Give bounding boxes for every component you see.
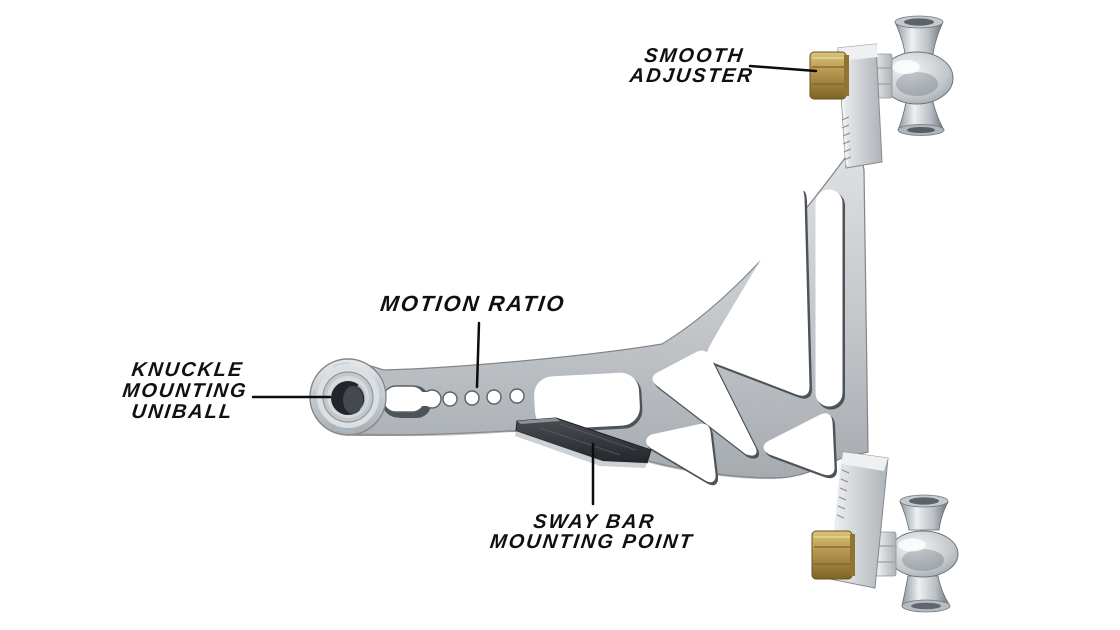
lower-adjuster [811,451,959,613]
motion-ratio-hole [486,389,502,405]
lower-right-web-cutout [763,413,835,476]
sway-tab-chamfer [515,431,647,468]
upper-block-knurl [841,116,852,161]
upper-brass-facets [812,66,844,85]
motion-ratio-hole [509,388,525,404]
sway-tab-top-edge [517,418,560,424]
upper-top-cone-bore [904,18,934,26]
keyhole-slot-cutout [382,385,442,418]
lower-top-cone-bore [909,497,939,505]
upper-web-cutout [707,188,810,396]
uniball-bore-highlight [357,383,368,412]
uniball-joint [309,358,387,436]
keyhole-rect [382,385,426,413]
lower-brass-facets [814,546,850,565]
vertical-slot-cutout [815,189,843,407]
motion-ratio-holes [442,388,525,407]
lower-bottom-cone-bore [911,602,941,610]
upper-top-cone-spacer [894,21,944,55]
lightening-cutouts [534,188,843,483]
leader-lines [251,64,818,506]
label-knuckle-mounting-uniball: KNUCKLE MOUNTING UNIBALL [121,359,249,424]
label-smooth-adjuster: SMOOTH ADJUSTER [628,45,756,88]
upper-ball-highlight [892,60,920,74]
upper-brass-adjuster-nut [809,51,847,100]
label-motion-ratio: MOTION RATIO [379,291,568,316]
upper-bottom-cone-bore [907,127,935,133]
center-web-cutout [652,350,757,456]
upper-adjuster [809,15,954,169]
control-arm-body [309,138,869,486]
lower-block-knurl [836,469,850,519]
motion-ratio-hole [464,390,480,406]
uniball-bore-shade [343,386,363,414]
lower-jam-hex-facets [877,545,895,563]
oblong-slot-cutout [534,372,640,430]
sway-tab-weave-lines [539,423,637,456]
motion-ratio-leader-line [475,321,481,389]
label-sway-bar-mounting-point: SWAY BAR MOUNTING POINT [488,511,696,553]
lower-ball-highlight [898,538,926,552]
lower-brass-adjuster-nut [811,530,853,580]
upper-brass-washer [844,55,849,96]
sway-bar-mount-tab [515,417,652,468]
lower-ball-shade [902,549,944,571]
lower-left-web-cutout [646,423,716,483]
motion-ratio-hole [442,391,458,407]
keyhole-seam-cover [419,392,431,406]
smooth-adjuster-leader-line [748,64,818,73]
lower-block-bevel [841,452,888,471]
lower-brass-washer [850,534,855,576]
upper-ball-shade [896,72,938,96]
